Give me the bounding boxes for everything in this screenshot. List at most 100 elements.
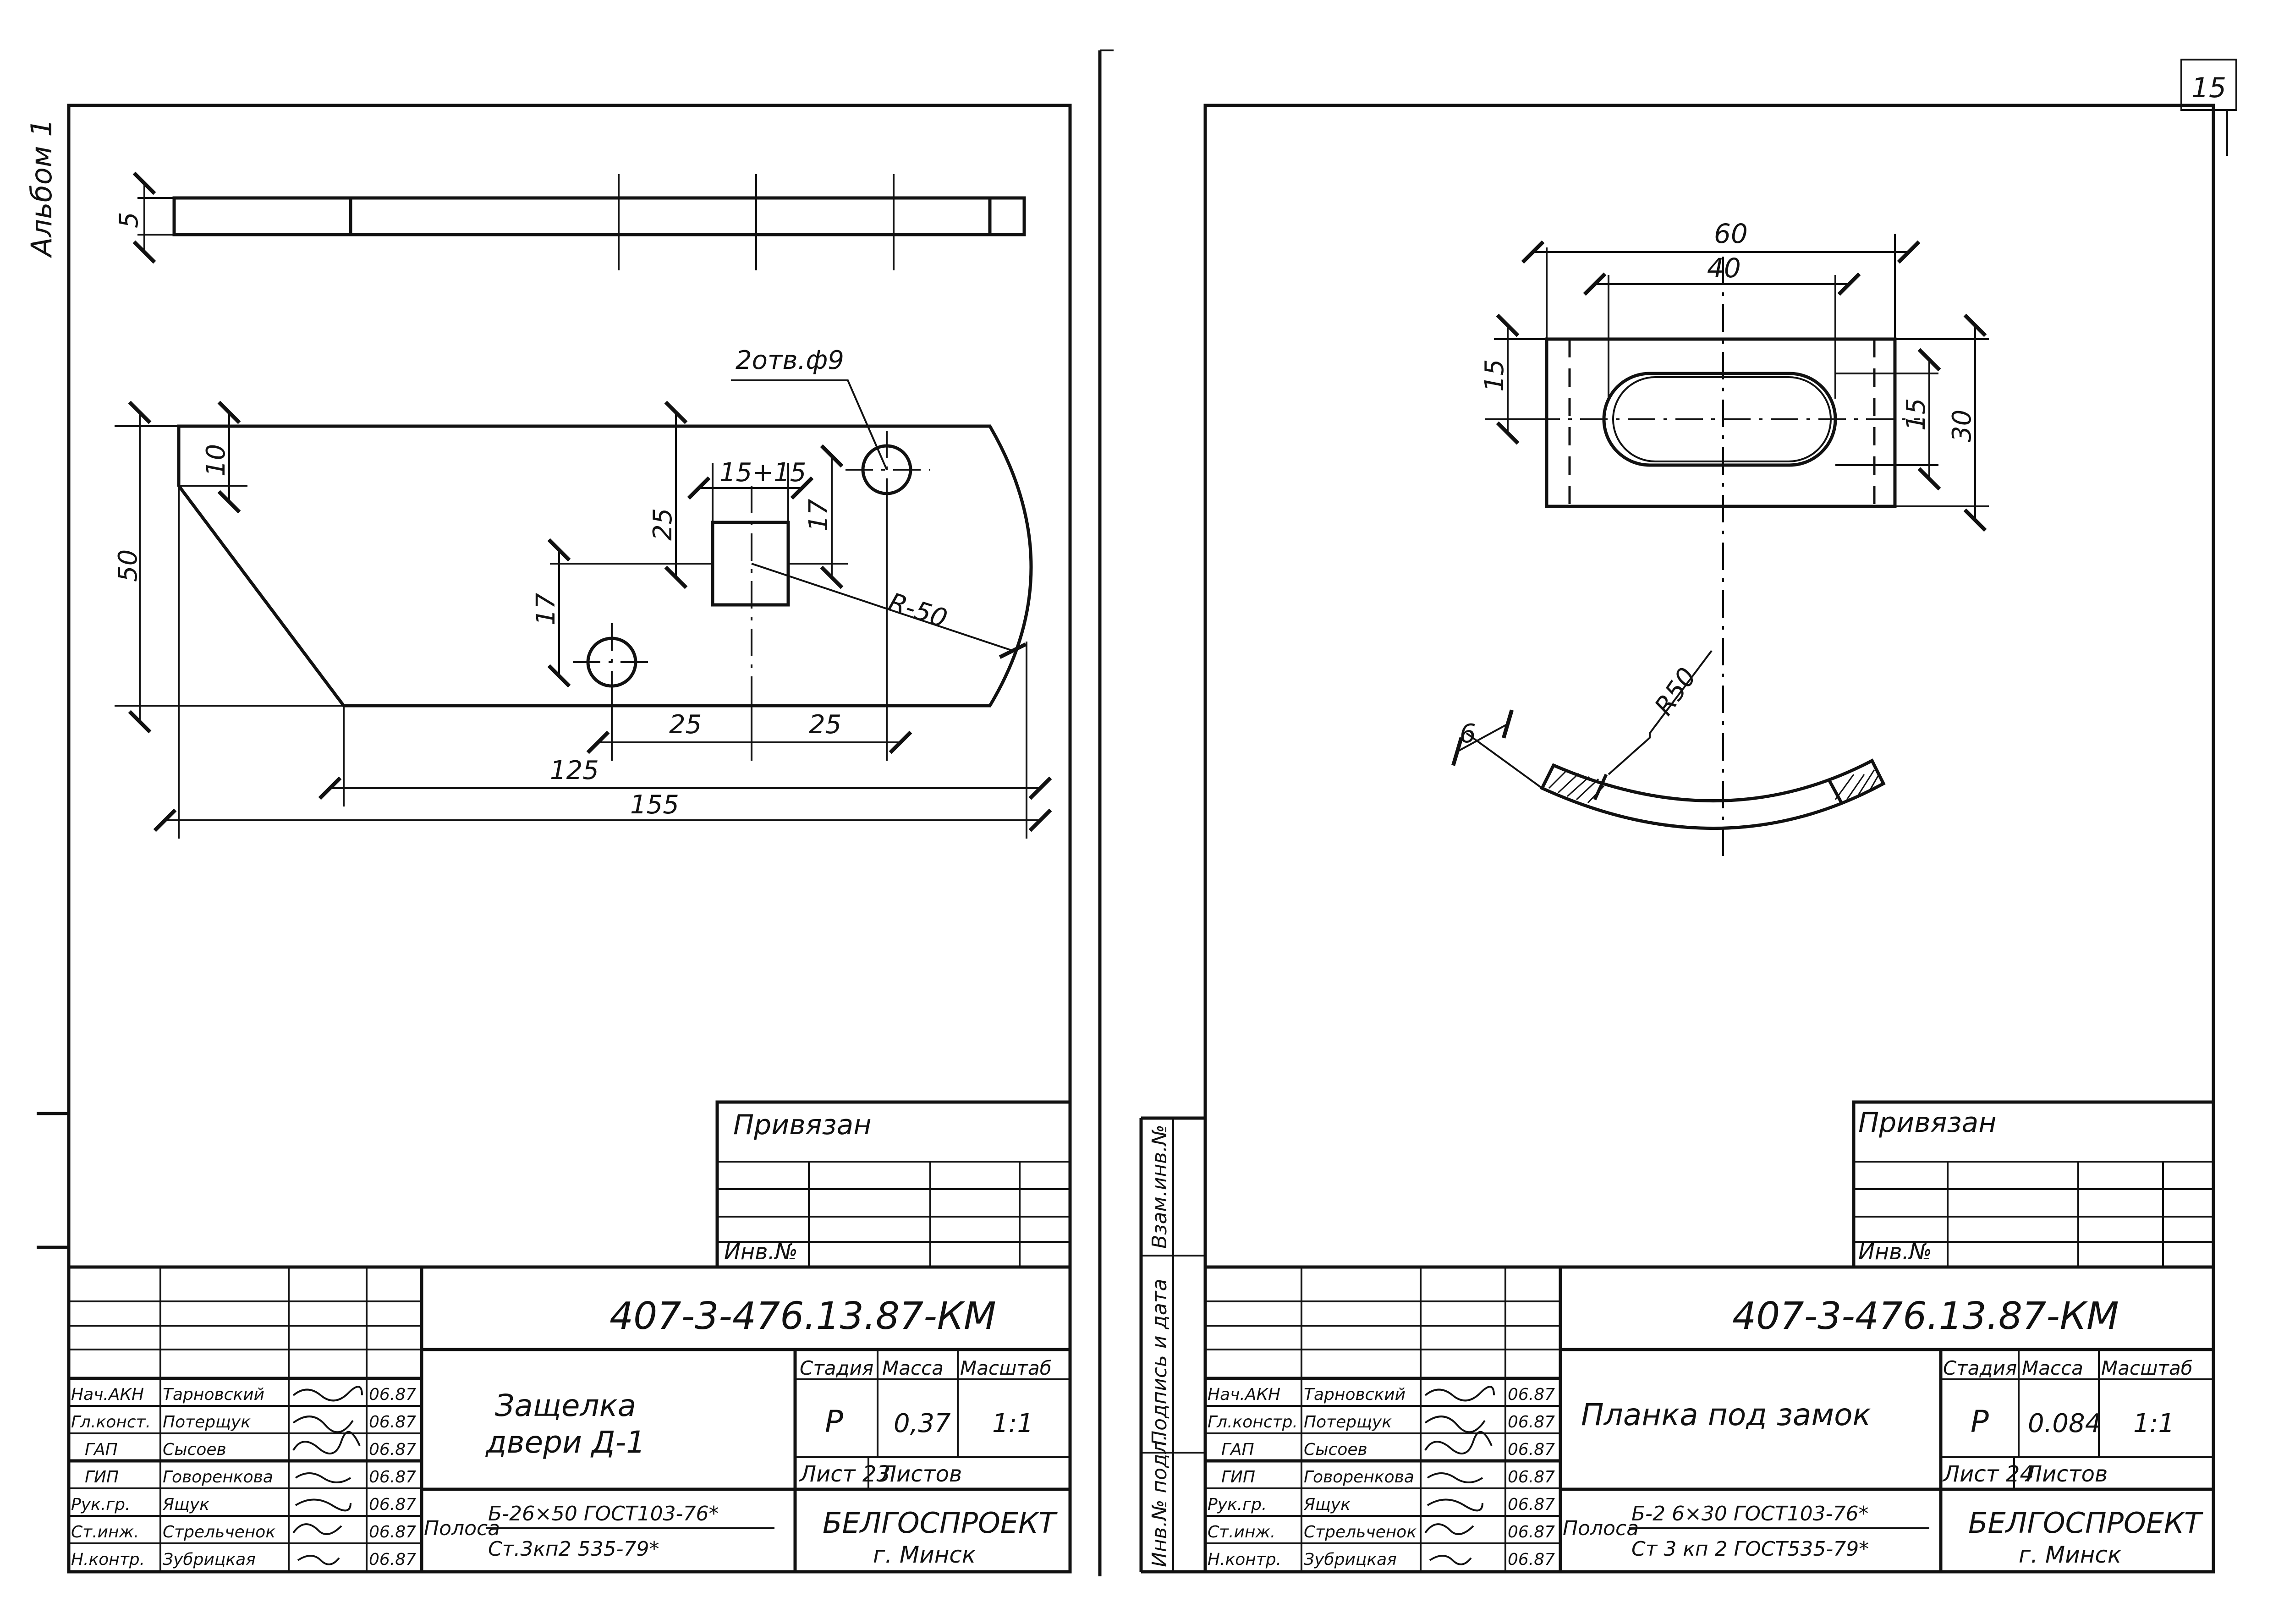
svg-text:Нач.АКН: Нач.АКН bbox=[71, 1385, 144, 1404]
svg-text:06.87: 06.87 bbox=[369, 1495, 416, 1514]
svg-text:Тарновский: Тарновский bbox=[163, 1385, 264, 1404]
svg-text:30: 30 bbox=[1947, 410, 1977, 442]
lock-plate-section: R50 6 bbox=[1451, 650, 1886, 830]
svg-text:5: 5 bbox=[114, 212, 144, 228]
side-strip: Инв.№ подл. Подпись и дата Взам.инв.№ bbox=[1139, 1116, 1205, 1574]
svg-text:Б-26×50 ГОСТ103-76*: Б-26×50 ГОСТ103-76* bbox=[488, 1502, 719, 1525]
svg-text:г. Минск: г. Минск bbox=[873, 1542, 976, 1568]
right-sheet: Инв.№ подл. Подпись и дата Взам.инв.№ 60… bbox=[1139, 104, 2215, 1574]
svg-text:60: 60 bbox=[1714, 218, 1748, 249]
svg-text:R50: R50 bbox=[1649, 663, 1702, 721]
svg-text:06.87: 06.87 bbox=[1508, 1385, 1555, 1404]
svg-text:Стадия: Стадия bbox=[800, 1357, 873, 1379]
svg-text:Гл.констр.: Гл.констр. bbox=[1208, 1413, 1298, 1432]
svg-text:1:1: 1:1 bbox=[992, 1409, 1033, 1438]
svg-text:Полоса: Полоса bbox=[1563, 1517, 1639, 1540]
svg-text:Б-2 6×30 ГОСТ103-76*: Б-2 6×30 ГОСТ103-76* bbox=[1631, 1502, 1868, 1525]
part-name: Защелка bbox=[495, 1388, 636, 1423]
svg-text:Листов: Листов bbox=[879, 1461, 962, 1487]
svg-text:Рук.гр.: Рук.гр. bbox=[71, 1495, 130, 1514]
sheet-number: 15 bbox=[2191, 72, 2226, 104]
svg-text:06.87: 06.87 bbox=[369, 1550, 416, 1569]
left-sheet: 5 2отв.ф9 R-50 50 bbox=[67, 104, 1072, 1574]
svg-text:25: 25 bbox=[648, 508, 678, 541]
svg-text:ГАП: ГАП bbox=[1221, 1440, 1254, 1459]
svg-text:25: 25 bbox=[809, 710, 841, 740]
svg-text:Тарновский: Тарновский bbox=[1304, 1385, 1406, 1404]
svg-text:Рук.гр.: Рук.гр. bbox=[1208, 1495, 1267, 1514]
svg-text:Масштаб: Масштаб bbox=[960, 1357, 1052, 1379]
svg-text:БЕЛГОСПРОЕКТ: БЕЛГОСПРОЕКТ bbox=[1968, 1506, 2203, 1540]
svg-text:06.87: 06.87 bbox=[369, 1468, 416, 1487]
svg-text:Стрельченок: Стрельченок bbox=[1304, 1523, 1417, 1542]
svg-text:Инв.№ подл.: Инв.№ подл. bbox=[1148, 1434, 1171, 1567]
svg-text:17: 17 bbox=[531, 593, 561, 625]
album-label: Альбом 1 bbox=[25, 119, 58, 258]
lock-plate-view: 60 40 15 15 30 bbox=[1480, 218, 1989, 861]
svg-text:Зубрицкая: Зубрицкая bbox=[1304, 1550, 1397, 1569]
svg-text:Масса: Масса bbox=[882, 1357, 944, 1379]
svg-text:Говоренкова: Говоренкова bbox=[163, 1468, 273, 1487]
svg-text:06.87: 06.87 bbox=[369, 1413, 416, 1432]
sheet-number-box: 15 bbox=[2180, 59, 2237, 156]
svg-text:25: 25 bbox=[669, 710, 702, 740]
part-top-view: 5 bbox=[114, 171, 1026, 270]
drawing-designation: 407-3-476.13.87-КМ bbox=[1732, 1295, 2119, 1338]
svg-text:Ст 3 кп 2 ГОСТ535-79*: Ст 3 кп 2 ГОСТ535-79* bbox=[1631, 1537, 1869, 1561]
svg-text:Ст.инж.: Ст.инж. bbox=[1208, 1523, 1275, 1542]
svg-text:155: 155 bbox=[630, 790, 679, 820]
svg-text:6: 6 bbox=[1460, 719, 1476, 749]
right-frame bbox=[1203, 104, 2215, 1574]
svg-text:1:1: 1:1 bbox=[2133, 1409, 2174, 1438]
svg-text:10: 10 bbox=[201, 444, 231, 477]
svg-text:ГАП: ГАП bbox=[85, 1440, 118, 1459]
svg-text:06.87: 06.87 bbox=[1508, 1413, 1555, 1432]
svg-text:Привязан: Привязан bbox=[733, 1109, 872, 1141]
svg-text:Гл.конст.: Гл.конст. bbox=[71, 1413, 151, 1432]
svg-text:Масса: Масса bbox=[2022, 1357, 2083, 1379]
svg-text:125: 125 bbox=[550, 756, 599, 785]
svg-text:Стадия: Стадия bbox=[1943, 1357, 2017, 1379]
svg-text:Р: Р bbox=[1971, 1404, 1989, 1439]
svg-text:Р: Р bbox=[825, 1404, 843, 1439]
staff-list: Нач.АКН Тарновский 06.87 Гл.констр. Поте… bbox=[1208, 1385, 1555, 1569]
svg-text:Н.контр.: Н.контр. bbox=[71, 1550, 145, 1569]
svg-text:Ст.3кп2 535-79*: Ст.3кп2 535-79* bbox=[488, 1537, 659, 1561]
svg-text:Говоренкова: Говоренкова bbox=[1304, 1468, 1414, 1487]
svg-text:Ящук: Ящук bbox=[1303, 1495, 1351, 1514]
svg-text:Н.контр.: Н.контр. bbox=[1208, 1550, 1281, 1569]
svg-text:06.87: 06.87 bbox=[1508, 1440, 1555, 1459]
staff-list: Нач.АКН Тарновский 06.87 Гл.конст. Потер… bbox=[71, 1385, 416, 1569]
svg-text:R-50: R-50 bbox=[885, 587, 951, 634]
svg-text:06.87: 06.87 bbox=[369, 1523, 416, 1542]
binding-block: Привязан Инв.№ bbox=[715, 1100, 1072, 1269]
left-frame bbox=[67, 104, 1072, 1574]
svg-text:06.87: 06.87 bbox=[369, 1440, 416, 1459]
svg-text:06.87: 06.87 bbox=[1508, 1550, 1555, 1569]
svg-text:Потерщук: Потерщук bbox=[1304, 1413, 1392, 1432]
part-plan-view: 2отв.ф9 R-50 50 10 25 17 17 bbox=[113, 346, 1052, 839]
svg-text:06.87: 06.87 bbox=[1508, 1523, 1555, 1542]
svg-text:Ящук: Ящук bbox=[162, 1495, 209, 1514]
title-block: 407-3-476.13.87-КМ Планка под замок Стад… bbox=[1205, 1265, 2213, 1572]
svg-text:06.87: 06.87 bbox=[369, 1385, 416, 1404]
svg-text:17: 17 bbox=[804, 499, 834, 532]
svg-text:Лист 24: Лист 24 bbox=[1942, 1461, 2034, 1487]
drawing-designation: 407-3-476.13.87-КМ bbox=[609, 1295, 996, 1338]
part-name: двери Д-1 bbox=[485, 1425, 645, 1460]
svg-text:40: 40 bbox=[1707, 252, 1741, 284]
svg-text:Листов: Листов bbox=[2025, 1461, 2108, 1487]
svg-text:Сысоев: Сысоев bbox=[1304, 1440, 1367, 1459]
binding-block: Привязан Инв.№ bbox=[1852, 1100, 2215, 1269]
svg-text:2отв.ф9: 2отв.ф9 bbox=[736, 346, 844, 375]
title-block: 407-3-476.13.87-КМ Защелка двери Д-1 Ста… bbox=[69, 1265, 1070, 1572]
signatures bbox=[292, 1386, 363, 1565]
svg-text:ГИП: ГИП bbox=[85, 1468, 119, 1487]
svg-text:БЕЛГОСПРОЕКТ: БЕЛГОСПРОЕКТ bbox=[823, 1506, 1058, 1540]
svg-text:Сысоев: Сысоев bbox=[163, 1440, 226, 1459]
part-name: Планка под замок bbox=[1581, 1397, 1871, 1432]
svg-text:06.87: 06.87 bbox=[1508, 1468, 1555, 1487]
svg-text:г. Минск: г. Минск bbox=[2019, 1542, 2121, 1568]
svg-text:Подпись и дата: Подпись и дата bbox=[1148, 1279, 1171, 1446]
